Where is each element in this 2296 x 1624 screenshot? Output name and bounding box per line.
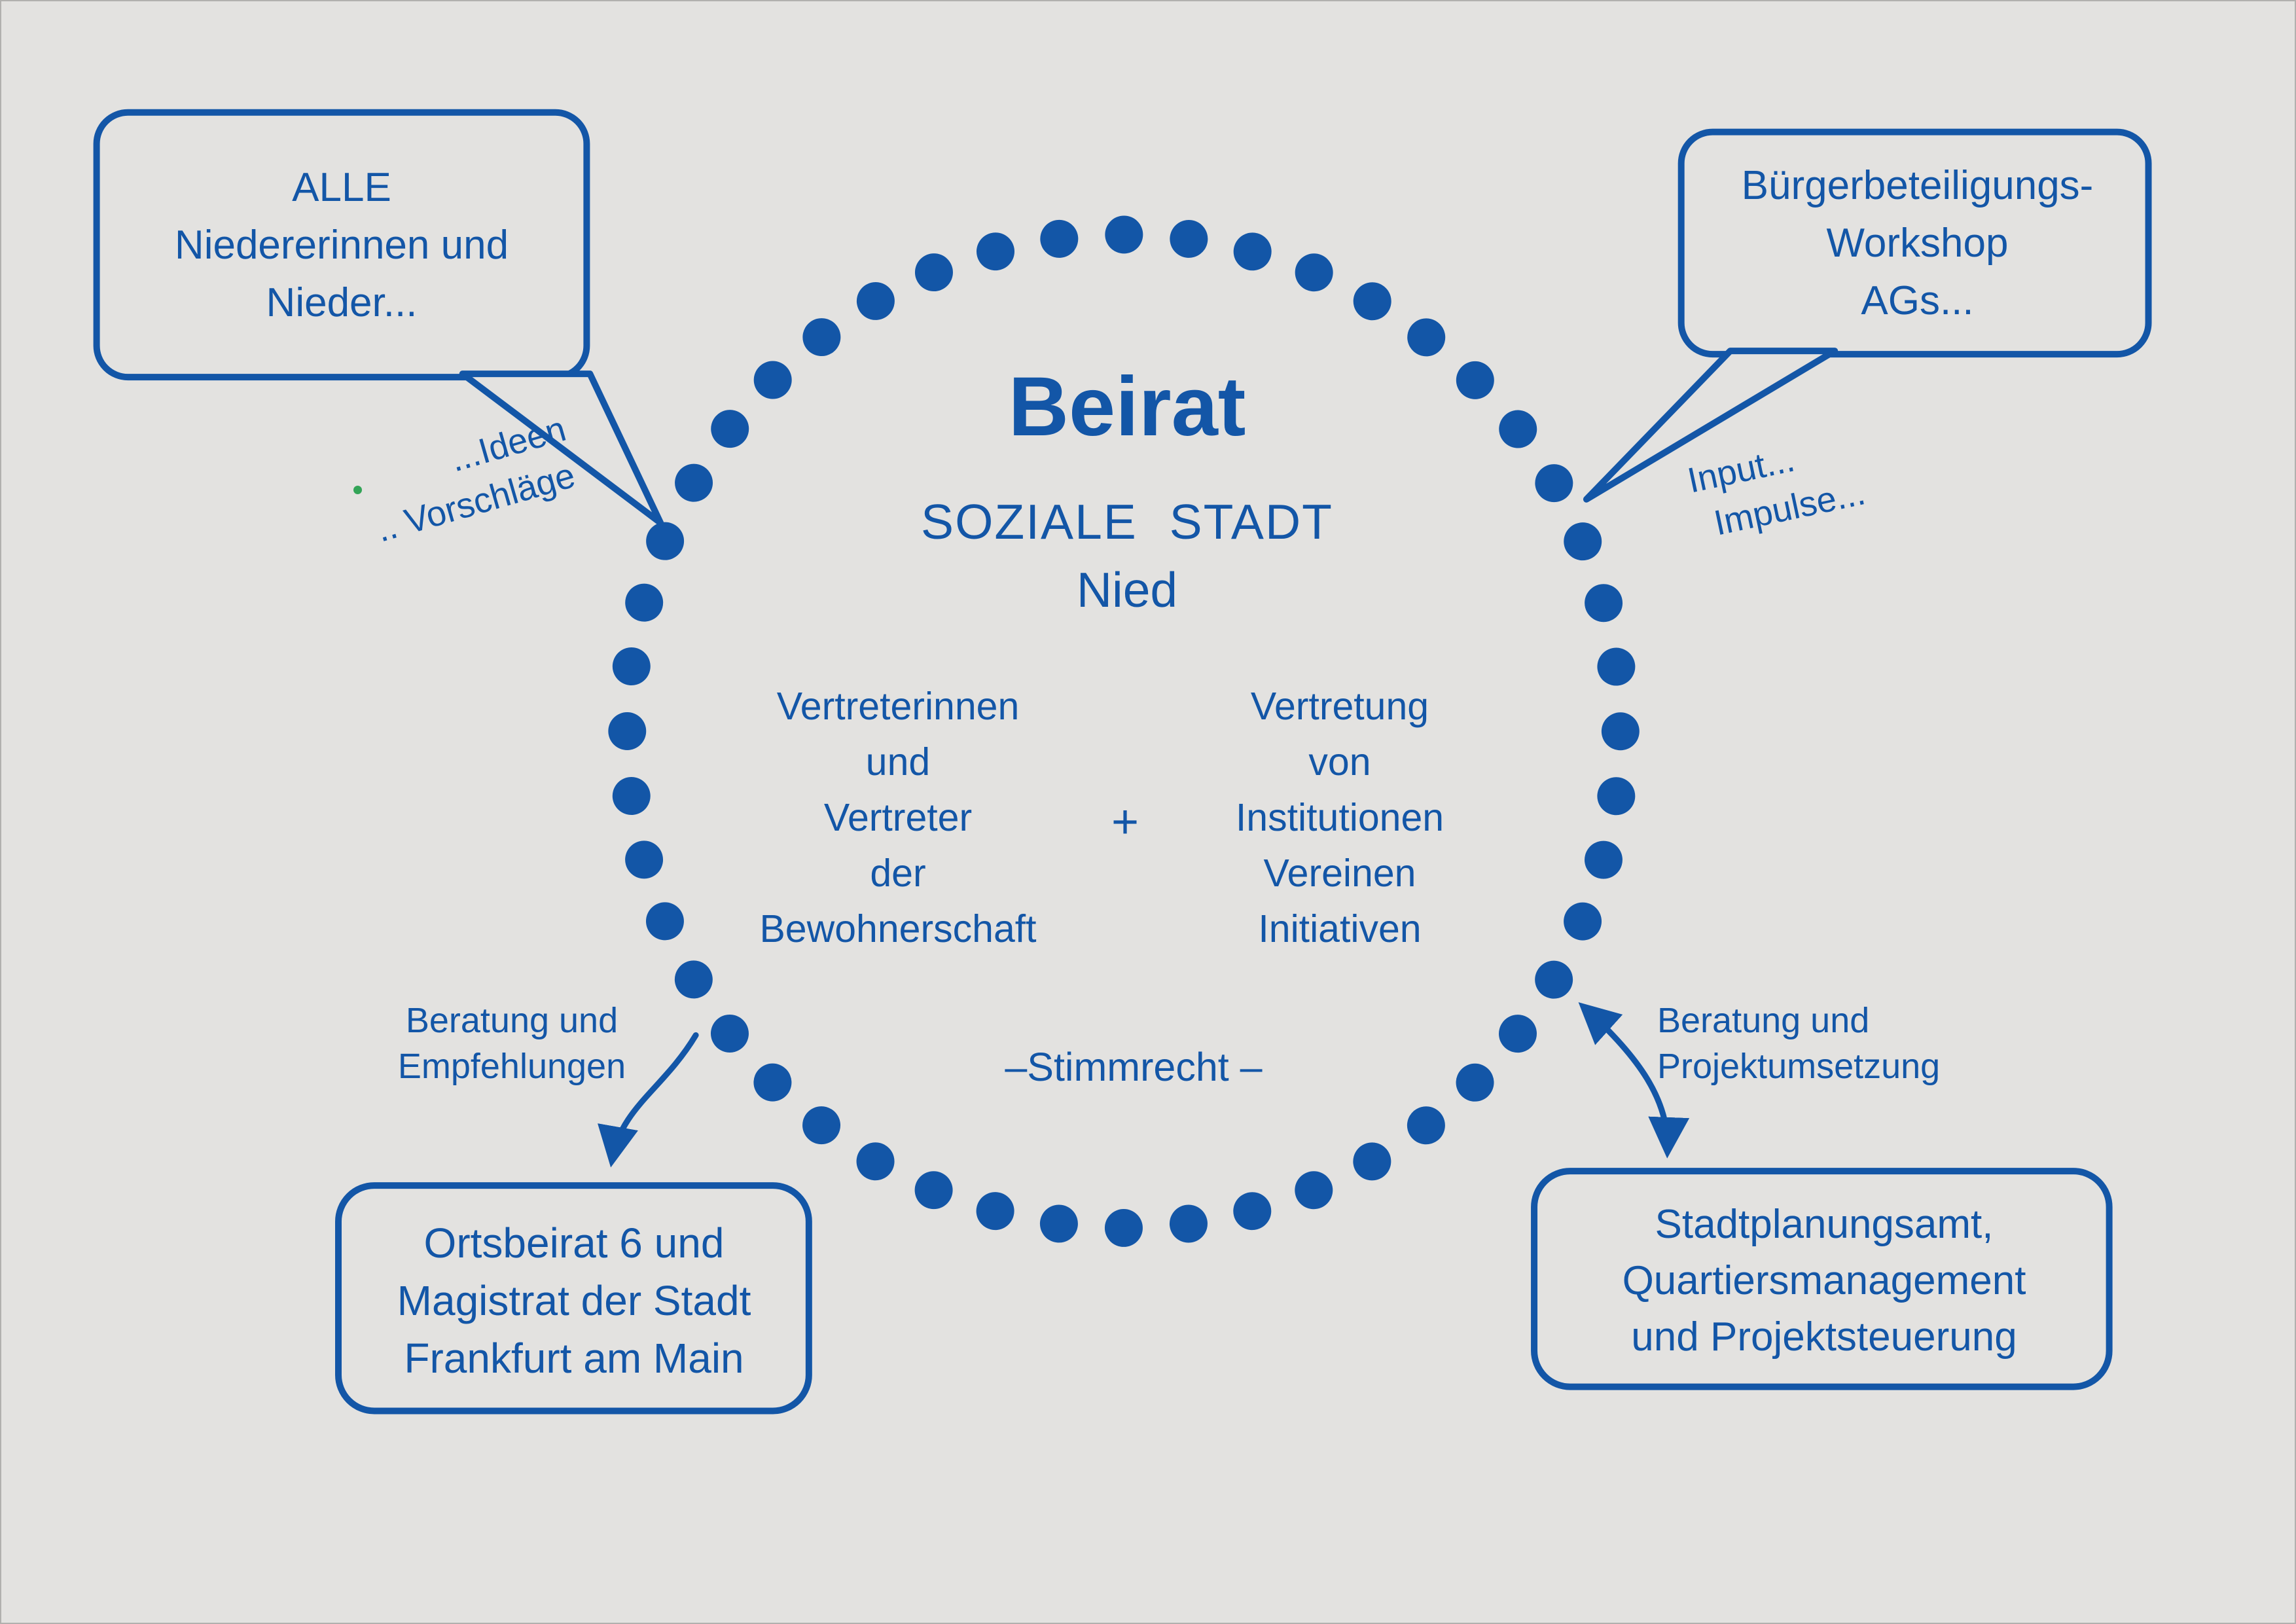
speech-bubble-top-right-shape <box>1677 128 2152 358</box>
speech-bubble-top-left-shape <box>93 109 590 381</box>
circle-title: Beirat <box>1008 360 1246 454</box>
group-line: Institutionen <box>1235 796 1444 839</box>
dotted-circle <box>608 215 1640 1247</box>
arrow-left-down <box>598 1032 699 1168</box>
group-line: Vertretung <box>1250 685 1429 728</box>
speech-bubble-top-left: ALLE Niedererinnen und Nieder... <box>96 113 587 378</box>
label-line: Projektumsetzung <box>1657 1047 1941 1086</box>
label-beratung-projektumsetzung: Beratung und Projektumsetzung <box>1657 998 1965 1089</box>
group-line: von <box>1308 740 1371 784</box>
green-dot-mark <box>353 486 362 494</box>
speech-bubble-top-right: Bürgerbeteiligungs- Workshop AGs... <box>1683 132 2151 355</box>
label-line: Beratung und <box>1657 1001 1870 1040</box>
box-line: Ortsbeirat 6 und <box>423 1219 725 1267</box>
label-line: Beratung und <box>405 1001 619 1040</box>
group-bewohnerschaft: Vertreterinnen und Vertreter der Bewohne… <box>702 679 1094 957</box>
group-line: Vertreterinnen <box>776 685 1020 728</box>
box-line: Magistrat der Stadt <box>397 1276 751 1324</box>
bubble-line: AGs... <box>1861 278 1974 323</box>
group-line: Vertreter <box>823 796 973 839</box>
group-institutionen: Vertretung von Institutionen Vereinen In… <box>1143 679 1536 957</box>
box-stadtplanungsamt: Stadtplanungsamt, Quartiersmanagement un… <box>1536 1173 2112 1389</box>
circle-subtitle: SOZIALE STADT <box>921 494 1333 549</box>
bubble-line: ALLE <box>292 164 391 210</box>
bubble-line: Niedererinnen und <box>174 222 509 268</box>
group-line: Vereinen <box>1263 852 1416 895</box>
group-line: der <box>870 852 926 895</box>
label-beratung-empfehlungen: Beratung und Empfehlungen <box>387 998 636 1089</box>
bubble-line: Workshop <box>1826 221 2009 266</box>
box-bottom-left-shape <box>335 1182 812 1415</box>
box-line: Quartiersmanagement <box>1622 1258 2026 1303</box>
plus-sign: + <box>1111 796 1139 848</box>
group-line: und <box>865 740 931 784</box>
speech-tail-top-left <box>459 370 664 526</box>
circle-subtitle2: Nied <box>1076 562 1178 617</box>
label-line: Empfehlungen <box>397 1047 626 1086</box>
box-line: Frankfurt am Main <box>404 1334 744 1382</box>
box-ortsbeirat: Ortsbeirat 6 und Magistrat der Stadt Fra… <box>338 1187 810 1413</box>
bubble-line: Bürgerbeteiligungs- <box>1741 163 2094 208</box>
box-line: Stadtplanungsamt, <box>1655 1202 1994 1247</box>
group-line: Bewohnerschaft <box>759 907 1037 950</box>
arrow-right-double <box>1578 1002 1690 1159</box>
box-line: und Projektsteuerung <box>1631 1314 2017 1360</box>
group-line: Initiativen <box>1258 907 1422 950</box>
box-bottom-right-shape <box>1531 1168 2113 1390</box>
bubble-line: Nieder... <box>266 280 418 325</box>
speech-tail-top-right <box>1583 348 1839 503</box>
voting-note: –Stimmrecht – <box>1005 1045 1263 1089</box>
